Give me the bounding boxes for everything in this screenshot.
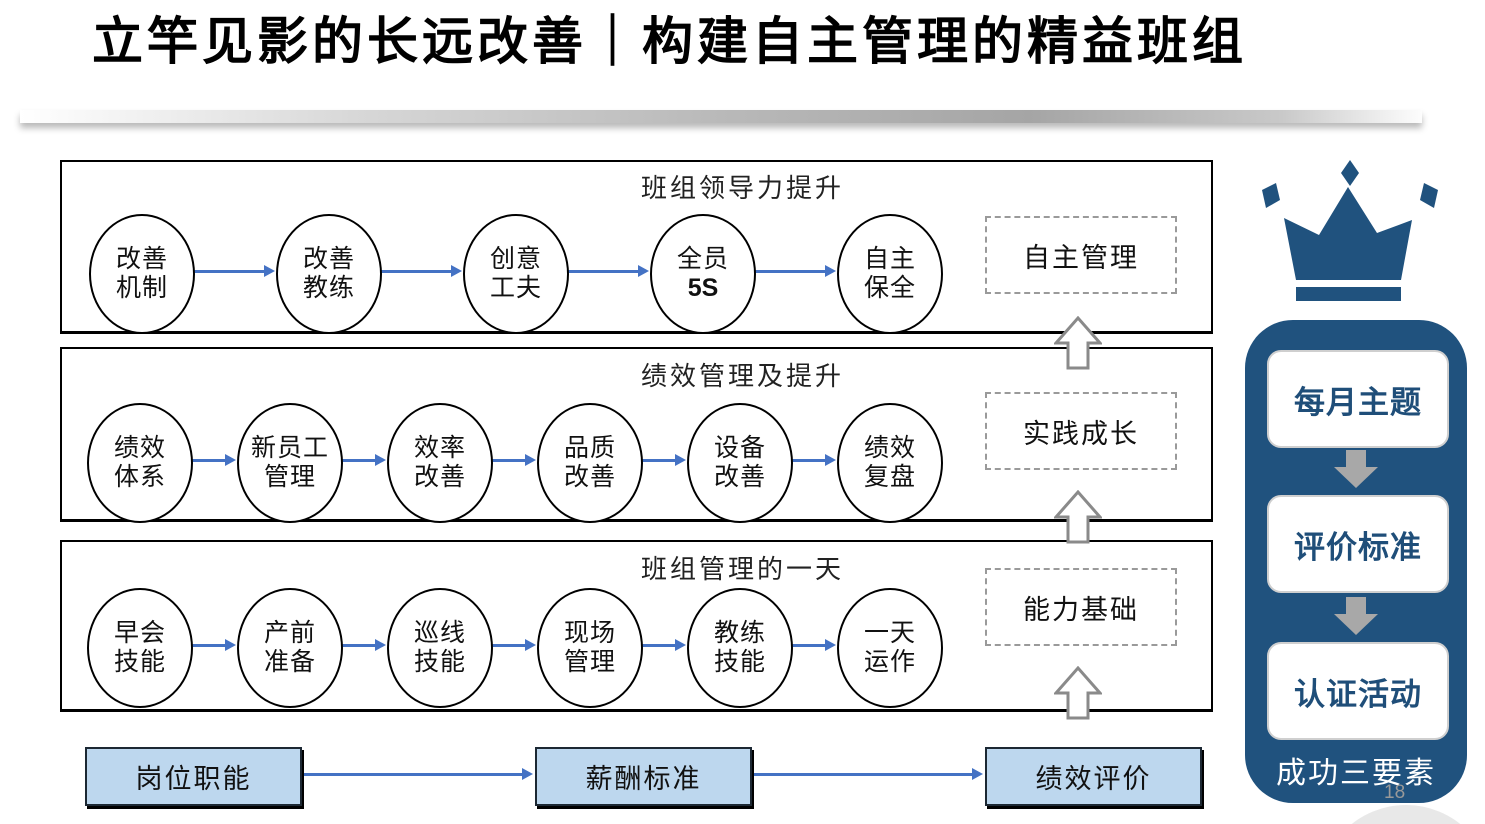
step-circle: 早会 技能 <box>87 588 193 708</box>
step-circle: 绩效 复盘 <box>837 403 943 523</box>
step-circle: 全员 5S <box>650 214 756 334</box>
step-circle: 自主 保全 <box>837 214 943 334</box>
step-line1: 设备 <box>713 433 766 462</box>
step-circle: 巡线 技能 <box>387 588 493 708</box>
foundation-box: 绩效评价 <box>985 747 1202 806</box>
step-line2: 管理 <box>263 463 316 491</box>
section-leadership-title: 班组领导力提升 <box>640 173 844 203</box>
crown-icon <box>1262 160 1438 301</box>
flow-arrow <box>791 639 836 651</box>
step-line1: 绩效 <box>113 433 166 462</box>
panel-item-certification-activity: 认证活动 <box>1267 642 1449 740</box>
divider-bar <box>20 110 1422 123</box>
step-circle: 效率 改善 <box>387 403 493 523</box>
step-line2: 准备 <box>263 648 316 676</box>
step-line2: 保全 <box>863 274 916 302</box>
step-line1: 早会 <box>113 618 166 647</box>
flow-arrow <box>751 768 983 780</box>
step-line1: 新员工 <box>250 433 329 462</box>
step-line1: 一天 <box>863 618 916 647</box>
step-line1: 绩效 <box>863 433 916 462</box>
step-line2: 改善 <box>413 463 466 491</box>
flow-arrow <box>641 639 686 651</box>
step-line1: 效率 <box>413 433 466 462</box>
flow-arrow <box>341 454 386 466</box>
flow-arrow <box>491 454 536 466</box>
step-line2: 管理 <box>563 648 616 676</box>
flow-arrow <box>194 265 275 277</box>
flow-arrow <box>301 768 533 780</box>
step-circle: 品质 改善 <box>537 403 643 523</box>
step-circle: 设备 改善 <box>687 403 793 523</box>
flow-arrow <box>791 454 836 466</box>
success-panel: 每月主题 评价标准 认证活动 成功三要素 <box>1245 320 1467 803</box>
flow-arrow <box>641 454 686 466</box>
step-line1: 品质 <box>563 433 616 462</box>
flow-arrow <box>191 454 236 466</box>
up-arrow-icon <box>1054 316 1102 370</box>
step-line2: 改善 <box>563 463 616 491</box>
panel-item-monthly-theme: 每月主题 <box>1267 350 1449 448</box>
page-number: 18 <box>1384 782 1406 803</box>
step-line2: 体系 <box>113 463 166 491</box>
foundation-box: 岗位职能 <box>85 747 302 806</box>
step-line1: 巡线 <box>413 618 466 647</box>
step-line2: 运作 <box>863 648 916 676</box>
step-circle: 改善 教练 <box>276 214 382 334</box>
step-line1: 产前 <box>263 618 316 647</box>
step-line2: 改善 <box>713 463 766 491</box>
foundation-box: 薪酬标准 <box>535 747 752 806</box>
step-circle: 改善 机制 <box>89 214 195 334</box>
step-line1: 创意 <box>489 244 542 273</box>
up-arrow-icon <box>1054 490 1102 544</box>
tag-box: 能力基础 <box>985 568 1177 646</box>
section-performance-title: 绩效管理及提升 <box>640 361 844 391</box>
step-circle: 创意 工夫 <box>463 214 569 334</box>
flow-arrow <box>755 265 836 277</box>
flow-arrow <box>191 639 236 651</box>
step-line2: 技能 <box>113 648 166 676</box>
page-title: 立竿见影的长远改善｜构建自主管理的精益班组 <box>92 13 1248 70</box>
step-circle: 现场 管理 <box>537 588 643 708</box>
step-line1: 改善 <box>302 244 355 273</box>
tag-box: 实践成长 <box>985 392 1177 470</box>
flow-arrow <box>491 639 536 651</box>
step-line2: 工夫 <box>489 274 542 302</box>
down-arrow-icon <box>1334 597 1378 635</box>
decorative-circle <box>1319 805 1485 824</box>
tag-box: 自主管理 <box>985 216 1177 294</box>
step-line2: 机制 <box>115 274 168 302</box>
section-daily-title: 班组管理的一天 <box>640 554 844 584</box>
step-line1: 现场 <box>563 618 616 647</box>
step-line1: 教练 <box>713 618 766 647</box>
step-line1: 自主 <box>863 244 916 273</box>
step-circle: 一天 运作 <box>837 588 943 708</box>
step-line1: 改善 <box>115 244 168 273</box>
step-line2: 教练 <box>302 274 355 302</box>
step-line2: 5S <box>687 274 719 302</box>
step-circle: 产前 准备 <box>237 588 343 708</box>
step-line2: 技能 <box>713 648 766 676</box>
step-circle: 新员工 管理 <box>237 403 343 523</box>
flow-arrow <box>341 639 386 651</box>
step-line1: 全员 <box>676 244 729 273</box>
down-arrow-icon <box>1334 450 1378 488</box>
step-circle: 教练 技能 <box>687 588 793 708</box>
flow-arrow <box>568 265 649 277</box>
flow-arrow <box>381 265 462 277</box>
step-line2: 复盘 <box>863 463 916 491</box>
step-circle: 绩效 体系 <box>87 403 193 523</box>
step-line2: 技能 <box>413 648 466 676</box>
up-arrow-icon <box>1054 666 1102 720</box>
panel-caption: 成功三要素 <box>1276 757 1436 790</box>
panel-item-evaluation-standard: 评价标准 <box>1267 495 1449 593</box>
